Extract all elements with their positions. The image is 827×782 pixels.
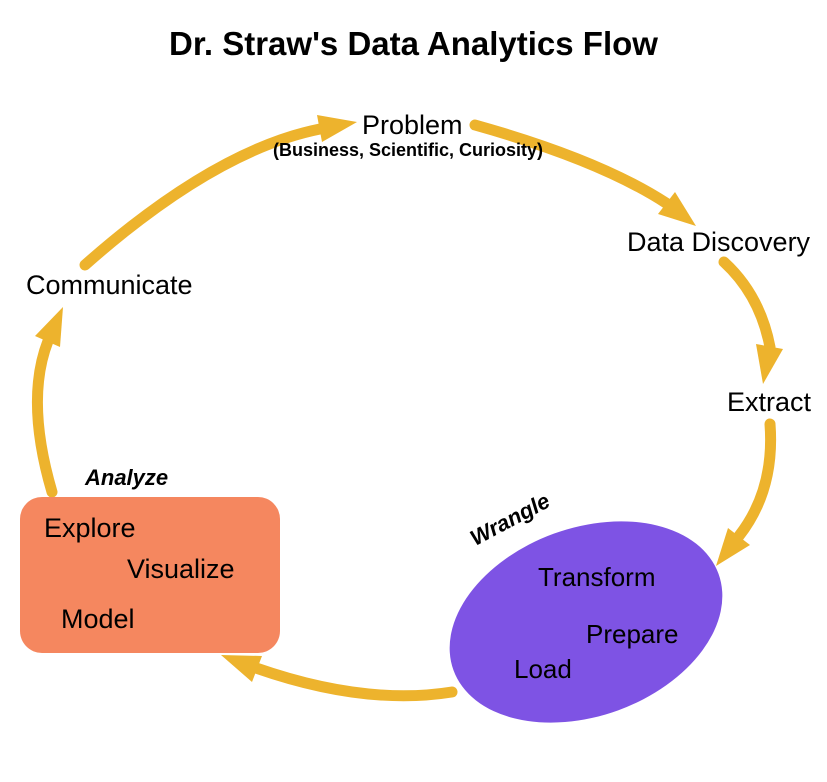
wrangle-item-load: Load <box>514 654 572 684</box>
arrow-stems-front <box>79 119 777 542</box>
arrow-extract-to-wrangle <box>733 418 777 542</box>
arrowhead-to-discovery <box>658 192 696 226</box>
arrow-wrangle-to-analyze <box>250 662 458 702</box>
stage-extract-label: Extract <box>727 387 812 417</box>
arrowhead-to-communicate <box>35 307 63 347</box>
analyze-item-visualize: Visualize <box>127 554 235 584</box>
stage-data-discovery-label: Data Discovery <box>627 227 811 257</box>
analyze-zone-label: Analyze <box>85 465 169 490</box>
arrowhead-to-wrangle <box>716 528 750 566</box>
arrowhead-to-extract <box>756 344 783 384</box>
analyze-box <box>20 497 280 653</box>
arrowhead-to-analyze <box>221 655 262 682</box>
arrow-communicate-to-problem <box>79 123 326 271</box>
stage-problem-label: Problem <box>362 110 463 140</box>
analyze-item-model: Model <box>61 604 135 634</box>
page-title: Dr. Straw's Data Analytics Flow <box>169 25 658 62</box>
wrangle-ellipse <box>449 521 723 723</box>
arrow-stems-behind <box>31 335 458 702</box>
stage-communicate-label: Communicate <box>26 270 193 300</box>
arrow-discovery-to-extract <box>718 256 776 353</box>
arrow-heads <box>35 115 783 682</box>
analyze-item-explore: Explore <box>44 513 136 543</box>
stage-problem-sublabel: (Business, Scientific, Curiosity) <box>272 140 544 160</box>
wrangle-item-transform: Transform <box>538 562 656 592</box>
arrow-problem-to-discovery <box>469 119 672 209</box>
wrangle-item-prepare: Prepare <box>586 619 679 649</box>
arrow-analyze-to-communicate <box>31 335 58 498</box>
arrowhead-to-problem <box>317 115 357 142</box>
